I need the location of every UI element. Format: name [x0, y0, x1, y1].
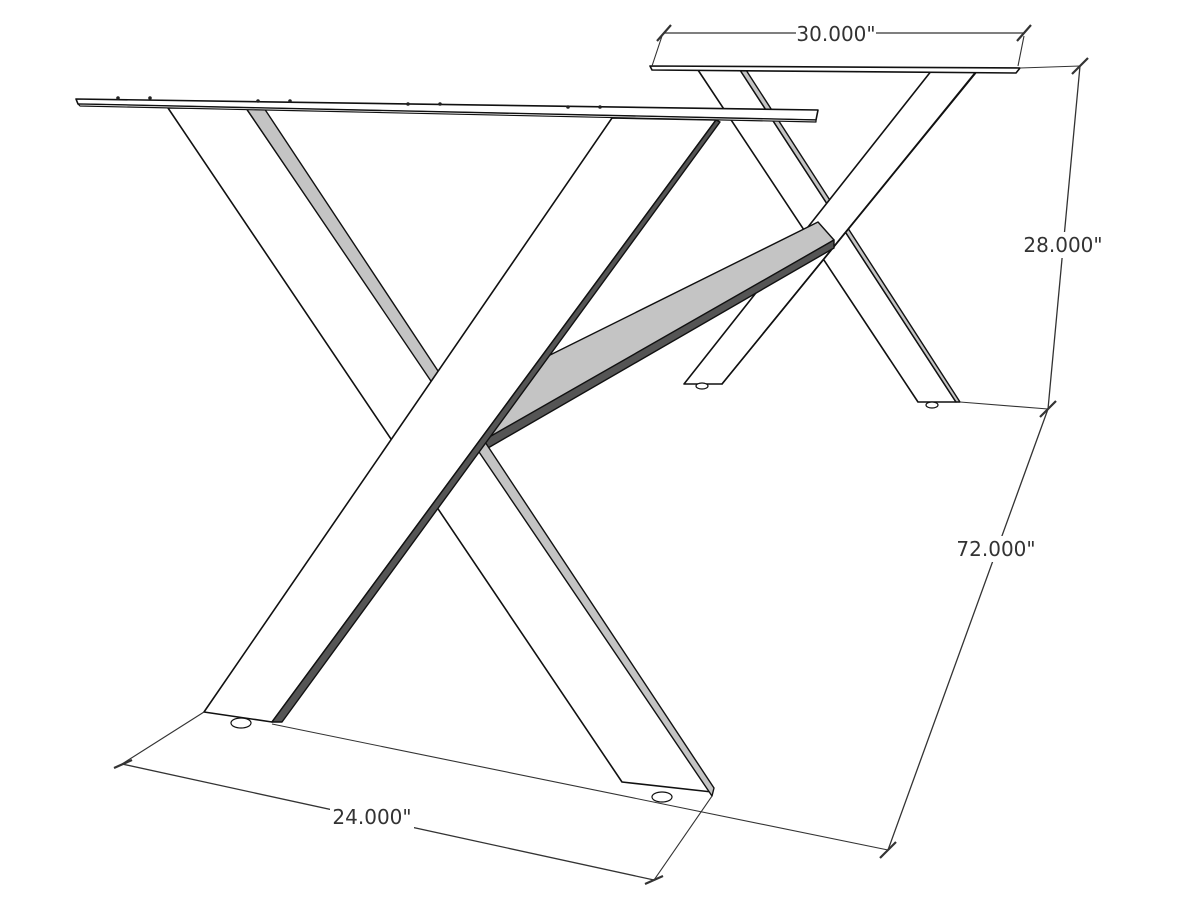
width-dimension-label: 30.000"	[796, 22, 875, 46]
front-x-leg	[75, 96, 819, 803]
back-top-plate	[649, 65, 1021, 74]
length-dimension-label: 72.000"	[956, 537, 1035, 561]
dimension-length: 72.000"	[271, 408, 1049, 859]
mounting-holes	[116, 96, 602, 109]
front-leg-bar-a-side	[271, 119, 721, 723]
front-top-plate-edge	[77, 103, 817, 123]
height-dimension-label: 28.000"	[1023, 233, 1102, 257]
back-foot-right	[925, 401, 939, 409]
dimension-width: 30.000"	[651, 22, 1032, 67]
front-foot-right	[651, 791, 673, 803]
back-foot-left	[695, 382, 709, 390]
dimension-height: 28.000"	[959, 57, 1106, 418]
front-foot-left	[230, 717, 252, 729]
dimension-depth: 24.000"	[113, 711, 713, 886]
depth-dimension-label: 24.000"	[332, 805, 411, 829]
back-x-leg	[649, 65, 1021, 409]
